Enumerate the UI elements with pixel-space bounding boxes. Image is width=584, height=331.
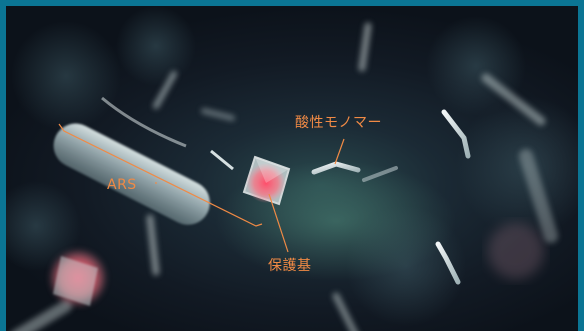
ars-label: ARS [107, 177, 137, 193]
molecule-scene [6, 6, 578, 331]
acidic-monomer-label: 酸性モノマー [295, 112, 382, 132]
protecting-group-label: 保護基 [268, 255, 312, 275]
monomer-leader-line [335, 139, 344, 164]
lower-left-fragment [48, 248, 108, 308]
